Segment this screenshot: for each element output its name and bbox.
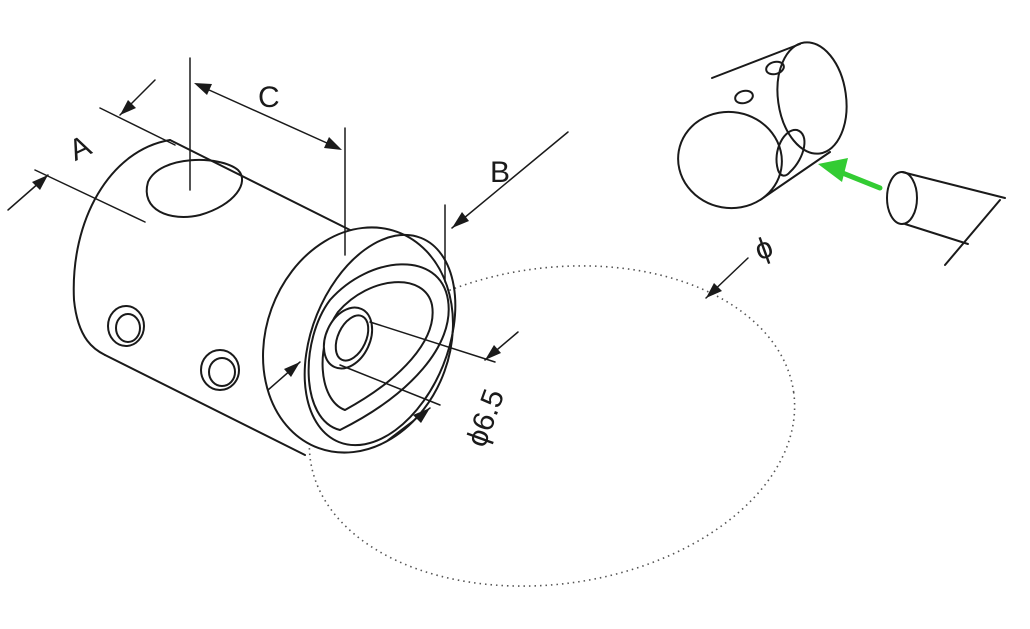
center-bore-inner	[334, 314, 370, 362]
small-fitting-front-face	[677, 110, 783, 210]
teardrop-recess-inner	[321, 281, 434, 411]
rod-tip	[886, 171, 918, 225]
dim-hole-label: ϕ6.5	[460, 385, 511, 451]
teardrop-recess-outer	[307, 263, 450, 431]
dimension-b: B	[267, 131, 569, 391]
tube-outline-dotted	[308, 265, 796, 587]
fitting-back-edge	[72, 139, 171, 356]
main-fitting	[72, 139, 457, 456]
small-hole-2	[734, 89, 754, 105]
fitting-front-rim	[303, 233, 457, 447]
fitting-bottom-edge	[104, 354, 306, 456]
small-hole-1	[765, 60, 785, 76]
set-screw-hole-2-outer	[200, 349, 240, 391]
small-fitting-back-end	[776, 41, 848, 155]
small-fitting	[677, 41, 848, 210]
fitting-top-edge	[169, 139, 361, 236]
dim-b-label: B	[490, 156, 510, 189]
dim-phi-label: ϕ	[750, 230, 777, 267]
set-screw-hole-2-inner	[208, 357, 236, 387]
insert-arrow	[818, 158, 883, 191]
small-teardrop-hole	[775, 128, 806, 177]
set-screw-hole-1-outer	[107, 305, 145, 347]
rod-end	[886, 171, 1006, 266]
dim-a-label: A	[64, 129, 96, 167]
dimension-tube: ϕ	[705, 230, 777, 299]
dimension-c: C	[189, 57, 346, 256]
top-cross-hole	[145, 158, 244, 218]
dim-c-label: C	[258, 81, 280, 114]
dimension-a: A	[7, 79, 176, 223]
set-screw-hole-1-inner	[115, 313, 141, 343]
